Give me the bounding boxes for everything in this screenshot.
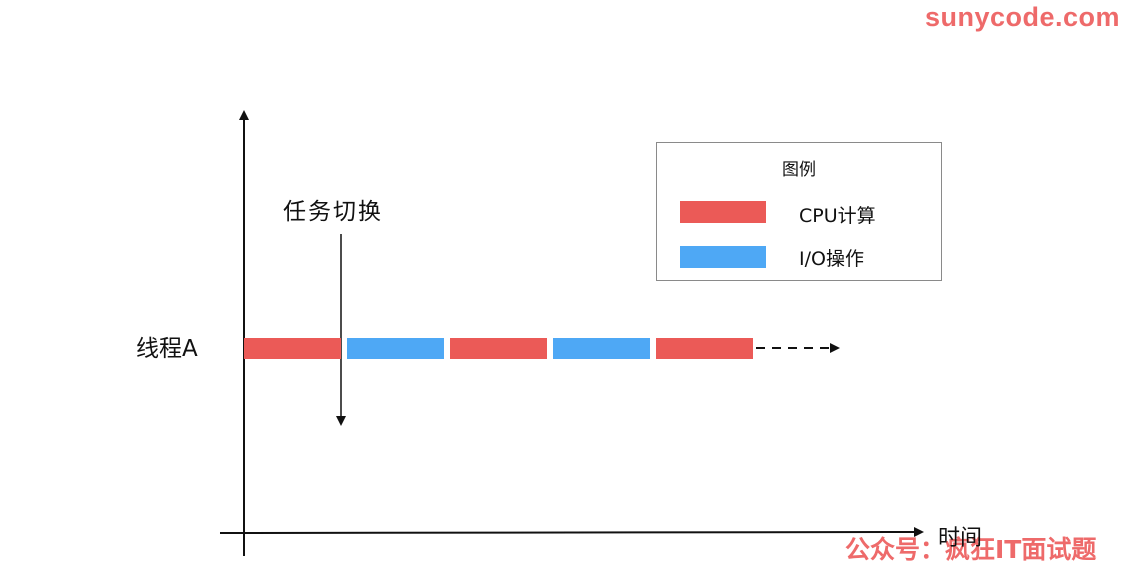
io-segment [553, 338, 650, 359]
legend-swatch-io [680, 246, 766, 268]
task-switch-label: 任务切换 [283, 199, 383, 225]
legend-label-cpu: CPU计算 [799, 205, 876, 227]
cpu-segment [656, 338, 753, 359]
io-segment [347, 338, 444, 359]
watermark-account: 公众号：疯狂IT面试题 [845, 535, 1097, 564]
legend: 图例 CPU计算 I/O操作 [656, 142, 942, 281]
watermark-site: sunycode.com [925, 2, 1121, 32]
x-axis [219, 527, 924, 538]
time-axis-label: 时间 [938, 526, 983, 551]
legend-title: 图例 [782, 160, 816, 180]
cpu-segment [244, 338, 341, 359]
legend-label-io: I/O操作 [799, 248, 864, 270]
thread-label: 线程A [136, 336, 198, 362]
cpu-segment [450, 338, 547, 359]
timeline-segments [244, 338, 753, 359]
legend-swatch-cpu [680, 201, 766, 223]
